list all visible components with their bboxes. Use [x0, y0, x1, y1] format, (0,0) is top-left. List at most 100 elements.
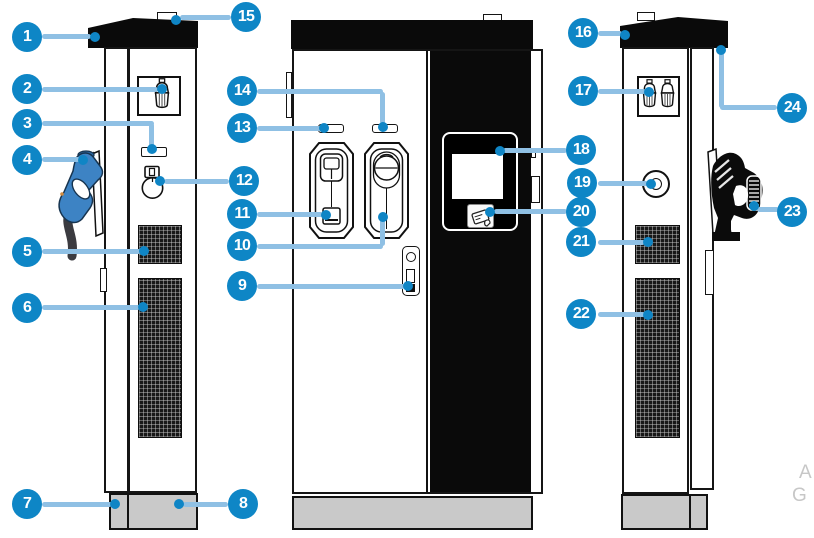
- base-right-unit: [621, 494, 708, 530]
- leader-dot-15: [171, 15, 181, 25]
- leader-dot-6: [138, 302, 148, 312]
- leader-dot-22: [643, 310, 653, 320]
- door-hinge: [286, 72, 292, 118]
- callout-15: 15: [231, 2, 261, 32]
- callout-14: 14: [227, 76, 257, 106]
- leader-dot-24: [716, 45, 726, 55]
- leader-line-24b: [719, 52, 724, 108]
- leader-line-13: [257, 126, 321, 131]
- top-cover-front-unit: [291, 20, 533, 49]
- left-unit-front-edge: [104, 47, 129, 493]
- callout-11: 11: [227, 199, 257, 229]
- door-edge-line: [426, 51, 428, 492]
- callout-9: 9: [227, 271, 257, 301]
- callout-7: 7: [12, 489, 42, 519]
- callout-5: 5: [12, 237, 42, 267]
- leader-dot-1: [90, 32, 100, 42]
- front-door-panel: [430, 51, 531, 492]
- leader-line-9: [257, 284, 405, 289]
- callout-8: 8: [228, 489, 258, 519]
- leader-dot-23: [749, 201, 759, 211]
- leader-line-14b: [380, 92, 385, 124]
- door-handle-lock: [406, 252, 416, 262]
- leader-line-5: [42, 249, 141, 254]
- cable-gland-icon: [154, 78, 170, 109]
- leader-dot-19: [646, 179, 656, 189]
- base-seam-right: [689, 496, 691, 528]
- callout-16: 16: [568, 18, 598, 48]
- top-cover-right-unit: [620, 17, 728, 48]
- leader-line-6: [42, 305, 140, 310]
- leader-line-14: [257, 89, 383, 94]
- leader-line-23: [757, 207, 779, 212]
- cable-gland-box-left: [137, 76, 181, 116]
- leader-dot-2: [157, 84, 167, 94]
- leader-line-10: [257, 244, 383, 249]
- leader-dot-16: [620, 30, 630, 40]
- leader-line-1: [42, 34, 91, 39]
- lifting-lug-right: [637, 12, 655, 21]
- leader-dot-13: [319, 123, 329, 133]
- leader-dot-12: [155, 176, 165, 186]
- leader-line-20: [494, 209, 567, 214]
- rfid-reader: [467, 204, 494, 228]
- front-edge-bracket-right: [705, 250, 714, 295]
- leader-line-24: [720, 105, 777, 110]
- leader-line-8: [183, 502, 228, 507]
- front-edge-slot-left: [100, 268, 107, 292]
- leader-line-3b: [149, 123, 154, 149]
- leader-line-17: [598, 89, 646, 94]
- leader-dot-8: [174, 499, 184, 509]
- watermark-letter-1: A: [799, 462, 812, 483]
- leader-dot-7: [110, 499, 120, 509]
- leader-dot-3: [147, 144, 157, 154]
- leader-dot-11: [321, 210, 331, 220]
- base-left-unit: [109, 493, 198, 530]
- base-front-unit: [292, 496, 533, 530]
- base-seam-left: [127, 495, 129, 528]
- leader-line-18: [503, 148, 567, 153]
- callout-18: 18: [566, 135, 596, 165]
- black-charging-plug-icon: [707, 147, 763, 241]
- leader-dot-10: [378, 212, 388, 222]
- leader-line-2: [42, 87, 158, 92]
- callout-10: 10: [227, 231, 257, 261]
- leader-line-7: [42, 502, 112, 507]
- callout-2: 2: [12, 74, 42, 104]
- callout-23: 23: [777, 197, 807, 227]
- callout-4: 4: [12, 145, 42, 175]
- side-button: [642, 170, 670, 198]
- lower-air-vent-right: [635, 278, 680, 438]
- callout-13: 13: [227, 113, 257, 143]
- callout-20: 20: [566, 197, 596, 227]
- leader-line-11: [257, 212, 323, 217]
- leader-dot-9: [403, 281, 413, 291]
- leader-line-15: [180, 15, 231, 20]
- leader-dot-5: [139, 246, 149, 256]
- leader-line-12: [164, 179, 229, 184]
- leader-dot-21: [643, 237, 653, 247]
- leader-line-3: [42, 121, 154, 126]
- callout-19: 19: [567, 168, 597, 198]
- display-screen: [452, 154, 503, 199]
- callout-22: 22: [566, 299, 596, 329]
- watermark-letter-2: G: [792, 485, 807, 506]
- leader-line-22: [598, 312, 645, 317]
- upper-air-vent-left: [138, 225, 182, 264]
- leader-line-16: [598, 31, 622, 36]
- callout-12: 12: [229, 166, 259, 196]
- leader-line-19: [598, 181, 648, 186]
- leader-dot-14: [378, 122, 388, 132]
- top-cover-left-unit: [88, 18, 198, 48]
- callout-24: 24: [777, 93, 807, 123]
- leader-dot-17: [644, 87, 654, 97]
- connector-holster-right-icon: [364, 142, 409, 239]
- callout-17: 17: [568, 76, 598, 106]
- connector-holster-left-icon: [309, 142, 354, 239]
- callout-1: 1: [12, 22, 42, 52]
- door-latch: [531, 176, 540, 203]
- leader-dot-20: [485, 207, 495, 217]
- callout-6: 6: [12, 293, 42, 323]
- callout-3: 3: [12, 109, 42, 139]
